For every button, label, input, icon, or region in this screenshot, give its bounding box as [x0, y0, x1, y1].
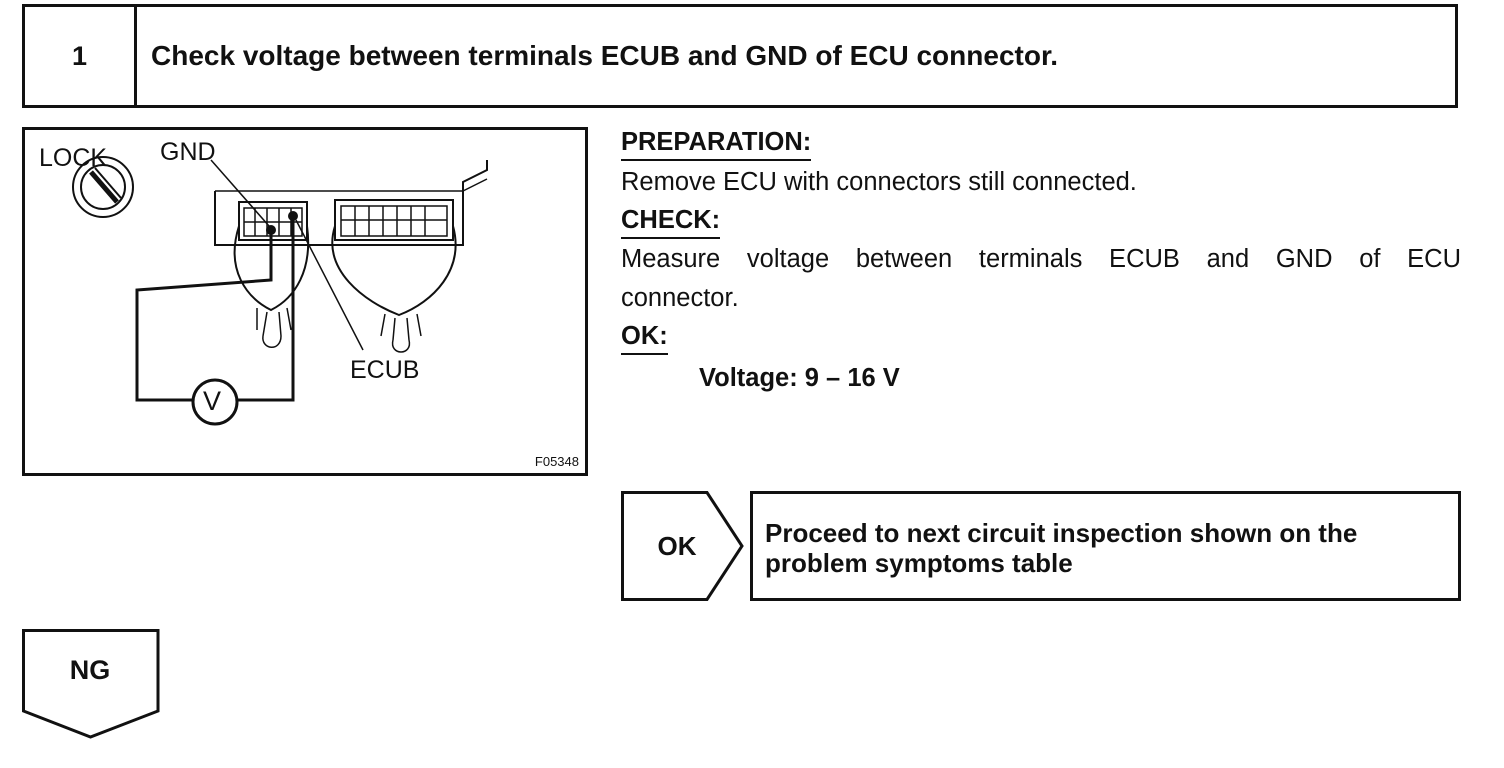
- gnd-label: GND: [160, 138, 216, 166]
- ecub-label: ECUB: [350, 356, 420, 384]
- figure-code: F05348: [534, 454, 579, 469]
- wiring-figure: LOCK GND ECUB V F05348: [22, 127, 588, 476]
- ok-result-line2: problem symptoms table: [765, 548, 1073, 578]
- preparation-text: Remove ECU with connectors still connect…: [621, 168, 1137, 196]
- check-text-line2: connector.: [621, 284, 739, 312]
- ignition-switch-icon: [72, 156, 134, 218]
- step-title: Check voltage between terminals ECUB and…: [151, 40, 1059, 71]
- ok-spec: Voltage: 9 – 16 V: [699, 364, 900, 392]
- ng-label: NG: [69, 654, 111, 685]
- ok-result-box: Proceed to next circuit inspection shown…: [750, 491, 1461, 601]
- ecu-connector-left: [238, 201, 308, 241]
- check-text-line1: Measure voltage between terminals ECUB a…: [621, 245, 1461, 273]
- ok-arrow-tag: OK: [621, 491, 745, 601]
- ng-arrow-tag: NG: [22, 629, 162, 741]
- ok-heading: OK:: [621, 323, 668, 355]
- ok-label: OK: [657, 530, 697, 561]
- arrow-down-icon: [22, 629, 160, 739]
- preparation-heading: PREPARATION:: [621, 129, 812, 161]
- arrow-right-icon: [621, 491, 744, 601]
- voltmeter-icon: [191, 378, 239, 426]
- voltmeter-symbol: V: [203, 386, 222, 416]
- ecu-connector-illustration: [72, 156, 488, 426]
- check-heading: CHECK:: [621, 207, 721, 239]
- ecu-connector-right: [334, 199, 454, 241]
- lock-label: LOCK: [39, 144, 108, 172]
- step-header: 1 Check voltage between terminals ECUB a…: [22, 4, 1458, 108]
- ok-result-line1: Proceed to next circuit inspection shown…: [765, 518, 1358, 548]
- step-number: 1: [25, 7, 137, 105]
